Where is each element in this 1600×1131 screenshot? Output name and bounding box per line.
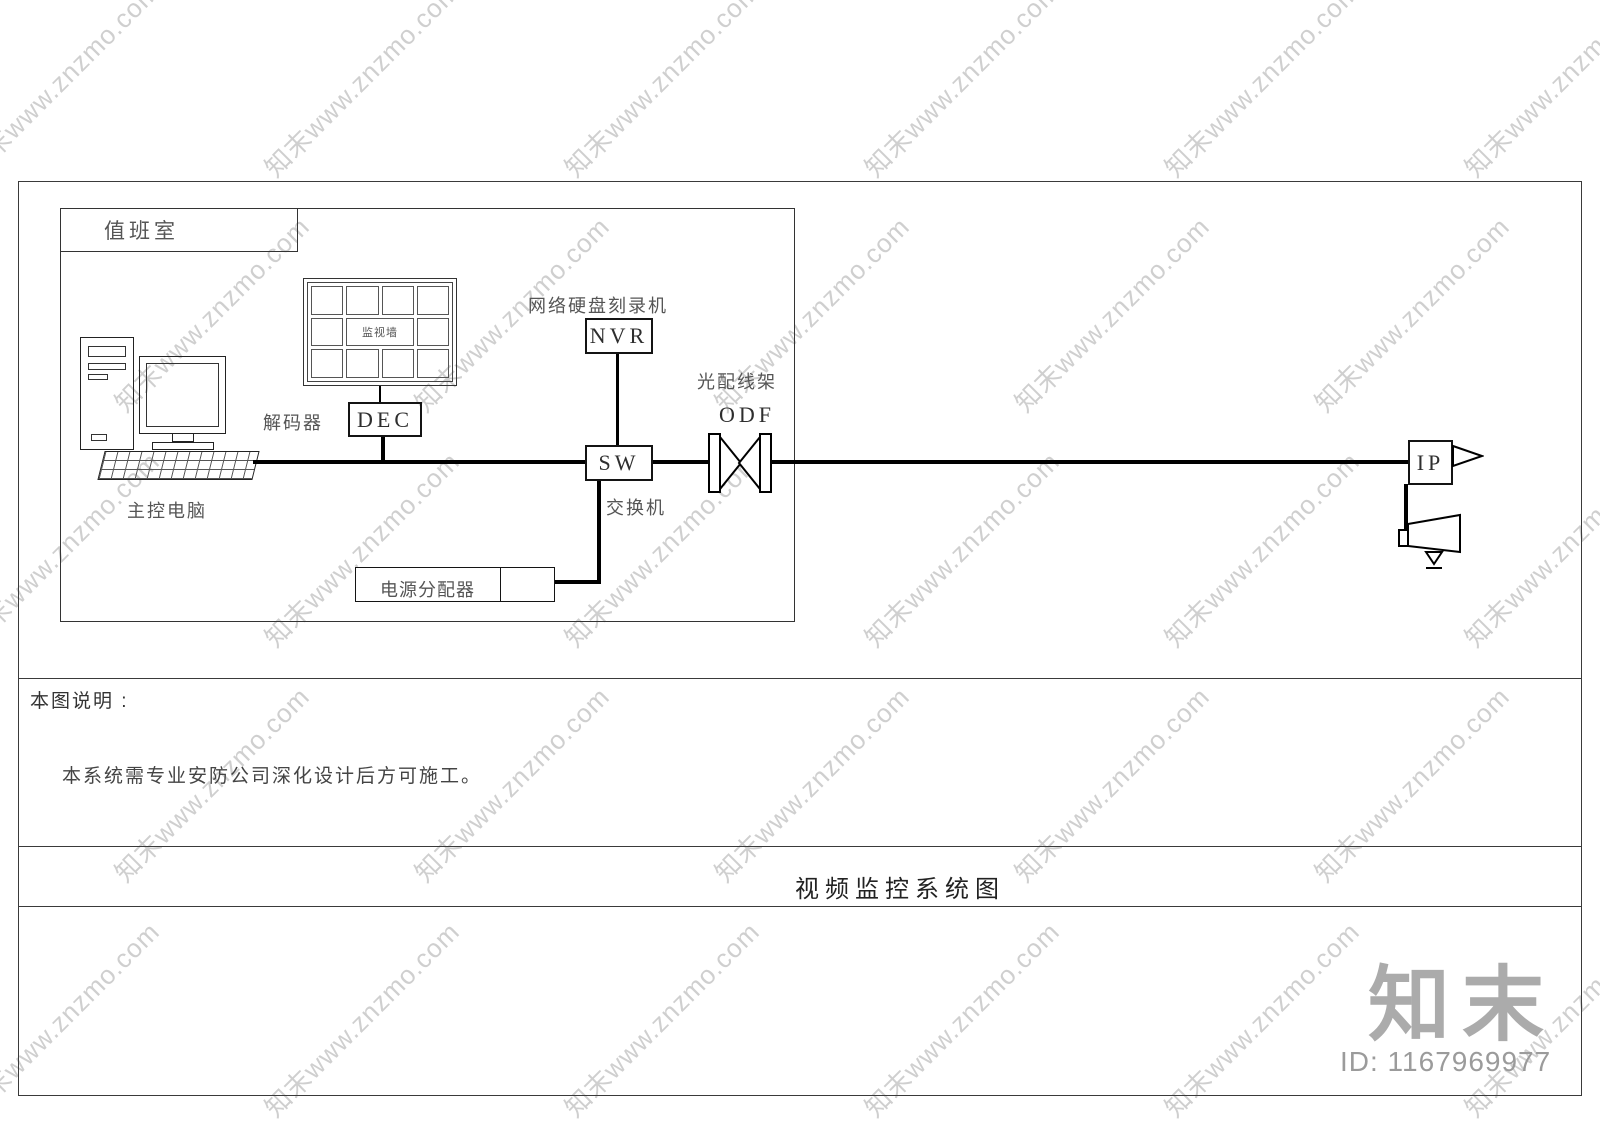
title-row-top-line <box>18 846 1581 847</box>
notes-header: 本图说明 : <box>30 691 129 712</box>
wall-screen-cell <box>416 349 449 378</box>
monitor-stand-base <box>152 442 214 450</box>
wall-screen-cell <box>416 286 449 315</box>
odf-to-camera-line <box>770 460 1408 464</box>
monitor-screen <box>146 363 219 427</box>
odf-text: ODF <box>719 402 776 427</box>
switch-to-power-vline <box>597 481 601 584</box>
nvr-box: NVR <box>585 318 653 354</box>
main-computer-label: 主控电脑 <box>127 501 207 521</box>
wall-screen-cell <box>311 286 344 315</box>
power-distributor-box <box>355 567 555 602</box>
frame-top-line <box>18 181 1581 182</box>
ipbox-to-camera-line <box>1404 484 1408 536</box>
nvr-to-switch-line <box>616 354 619 445</box>
tower-drive-bay <box>88 374 108 380</box>
camera-icon <box>1398 513 1461 569</box>
notes-separator-line <box>18 678 1581 679</box>
monitor-wall-icon: 监视墙 <box>303 278 457 386</box>
duty-room-label: 值班室 <box>104 219 179 243</box>
decoder-label: 解码器 <box>263 413 323 433</box>
decoder-box: DEC <box>348 402 422 437</box>
wall-screen-cell <box>381 286 414 315</box>
nvr-label: 网络硬盘刻录机 <box>528 296 668 316</box>
power-distributor-label: 电源分配器 <box>380 580 475 600</box>
frame-left-line <box>18 181 19 1096</box>
title-row-bottom-line <box>18 906 1581 907</box>
wall-screen-cell <box>346 349 379 378</box>
monitor-wall-grid: 监视墙 <box>307 282 453 382</box>
pc-to-switch-line <box>253 460 585 464</box>
pc-monitor-icon <box>139 356 226 434</box>
wall-screen-cell <box>346 286 379 315</box>
wall-to-decoder-line <box>379 386 381 403</box>
camera-fov-icon <box>1452 444 1484 468</box>
decoder-to-bus-line <box>381 437 385 464</box>
monitor-wall-label: 监视墙 <box>346 317 414 347</box>
znzmo-logo: 知末 <box>1368 960 1557 1051</box>
switch-box: SW <box>585 445 653 481</box>
power-box-divider <box>500 568 501 601</box>
frame-bottom-line <box>18 1095 1581 1096</box>
odf-icon <box>708 433 772 493</box>
note-line: 本系统需专业安防公司深化设计后方可施工。 <box>62 766 483 787</box>
wall-screen-cell <box>381 349 414 378</box>
drawing-title: 视频监控系统图 <box>795 877 1005 903</box>
wall-screen-cell <box>416 317 449 347</box>
tower-drive-bay <box>88 363 126 370</box>
switch-label: 交换机 <box>606 498 666 518</box>
tower-drive-bay <box>88 346 126 357</box>
wall-screen-cell <box>311 317 344 347</box>
image-id-label: ID: 1167969977 <box>1340 1046 1552 1077</box>
odf-label: 光配线架 <box>697 372 777 392</box>
pc-tower-icon <box>80 337 134 450</box>
duty-room-label-box: 值班室 <box>60 208 298 252</box>
frame-right-line <box>1581 181 1582 1096</box>
duty-room-outline <box>60 208 795 622</box>
tower-power-button <box>91 434 107 441</box>
monitor-stand-neck <box>172 434 194 442</box>
wall-screen-cell <box>311 349 344 378</box>
switch-to-power-hline <box>555 580 601 584</box>
switch-to-odf-line <box>653 460 710 464</box>
